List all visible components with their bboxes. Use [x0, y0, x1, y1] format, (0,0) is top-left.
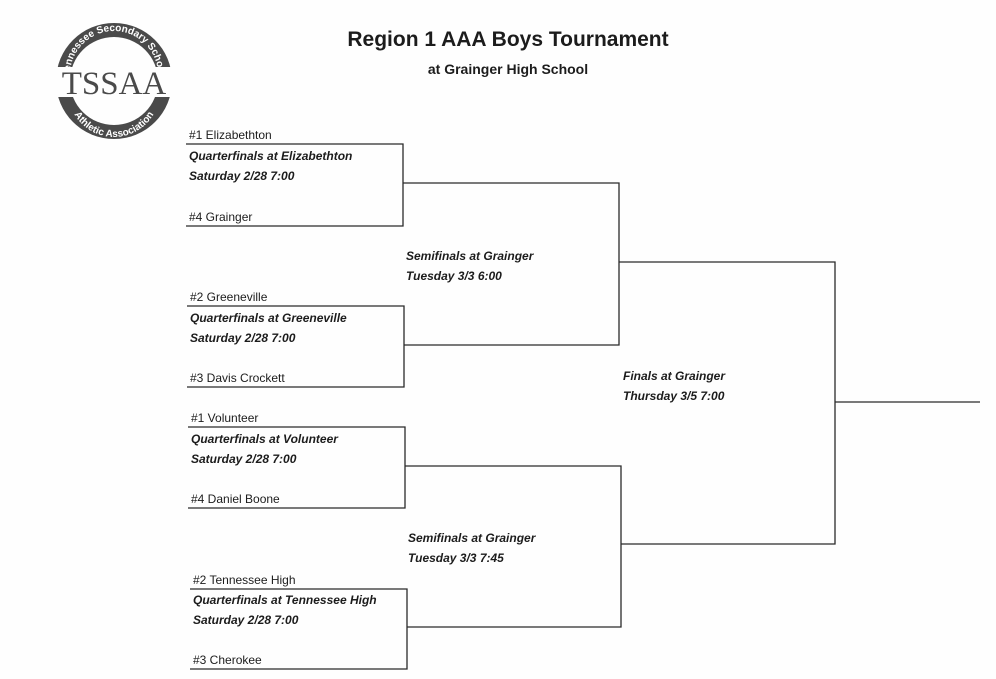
- final-time: Thursday 3/5 7:00: [623, 389, 725, 403]
- semifinal-info: Semifinals at Grainger Tuesday 3/3 7:45: [408, 528, 535, 568]
- quarterfinal-time: Saturday 2/28 7:00: [189, 169, 295, 183]
- page-subtitle: at Grainger High School: [427, 61, 589, 77]
- page-title: Region 1 AAA Boys Tournament: [347, 28, 669, 51]
- logo-band: [44, 67, 184, 97]
- team-seed-top: #1 Volunteer: [191, 411, 259, 425]
- semifinal-venue: Semifinals at Grainger: [408, 531, 536, 545]
- qf1-bracket: [186, 143, 404, 227]
- team-seed-bottom: #3 Davis Crockett: [190, 371, 285, 385]
- quarterfinal-info: Quarterfinals at Volunteer Saturday 2/28…: [191, 429, 338, 469]
- quarterfinal-venue: Quarterfinals at Tennessee High: [193, 593, 377, 607]
- final-bracket: [619, 261, 836, 545]
- quarterfinal-info: Quarterfinals at Elizabethton Saturday 2…: [189, 146, 352, 186]
- semifinal-info: Semifinals at Grainger Tuesday 3/3 6:00: [406, 246, 533, 286]
- quarterfinal-time: Saturday 2/28 7:00: [193, 613, 299, 627]
- quarterfinal-info: Quarterfinals at Greeneville Saturday 2/…: [190, 308, 347, 348]
- qf3-bracket: [188, 426, 406, 509]
- team-seed-top: #2 Tennessee High: [193, 573, 296, 587]
- team-seed-top: #1 Elizabethton: [189, 128, 272, 142]
- quarterfinal-info: Quarterfinals at Tennessee High Saturday…: [193, 590, 377, 630]
- quarterfinal-venue: Quarterfinals at Greeneville: [190, 311, 347, 325]
- semifinal-time: Tuesday 3/3 7:45: [408, 551, 504, 565]
- quarterfinal-venue: Quarterfinals at Volunteer: [191, 432, 338, 446]
- logo-wordmark: TSSAA: [62, 66, 167, 102]
- sf1-bracket: [403, 182, 620, 346]
- team-seed-top: #2 Greeneville: [190, 290, 268, 304]
- semifinal-time: Tuesday 3/3 6:00: [406, 269, 502, 283]
- tssaa-logo: Tennessee Secondary School Athletic Asso…: [44, 17, 184, 140]
- final-info: Finals at Grainger Thursday 3/5 7:00: [623, 366, 725, 406]
- semifinal-venue: Semifinals at Grainger: [406, 249, 534, 263]
- team-seed-bottom: #4 Daniel Boone: [191, 492, 280, 506]
- qf4-bracket: [190, 588, 408, 670]
- final-venue: Finals at Grainger: [623, 369, 726, 383]
- quarterfinal-venue: Quarterfinals at Elizabethton: [189, 149, 353, 163]
- qf2-bracket: [187, 305, 405, 388]
- quarterfinal-time: Saturday 2/28 7:00: [191, 452, 297, 466]
- team-seed-bottom: #4 Grainger: [189, 210, 253, 224]
- sf2-bracket: [405, 465, 622, 628]
- quarterfinal-time: Saturday 2/28 7:00: [190, 331, 296, 345]
- team-seed-bottom: #3 Cherokee: [193, 653, 262, 667]
